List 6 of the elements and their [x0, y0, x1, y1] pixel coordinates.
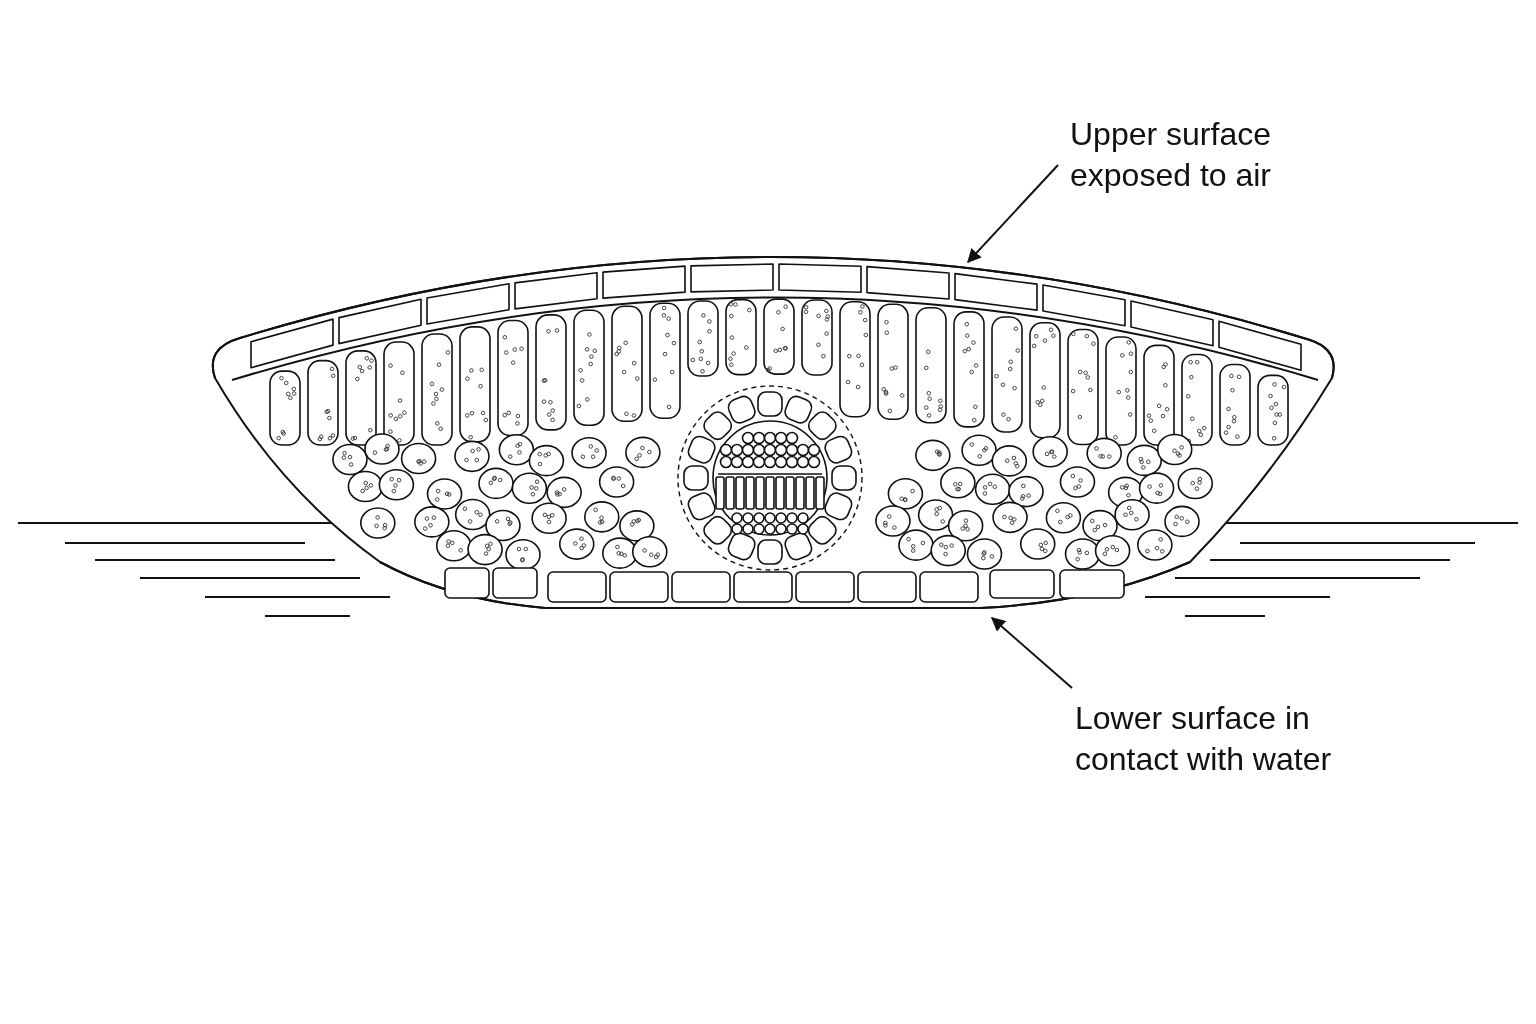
upper-epidermis	[211, 256, 1335, 379]
callout-label: Upper surface exposed to air	[1070, 114, 1330, 196]
callout-label: Lower surface in contact with water	[1075, 698, 1395, 780]
leader-arrow	[967, 164, 1059, 264]
lower-epidermis	[379, 561, 1191, 609]
leader-arrow	[990, 617, 1073, 689]
